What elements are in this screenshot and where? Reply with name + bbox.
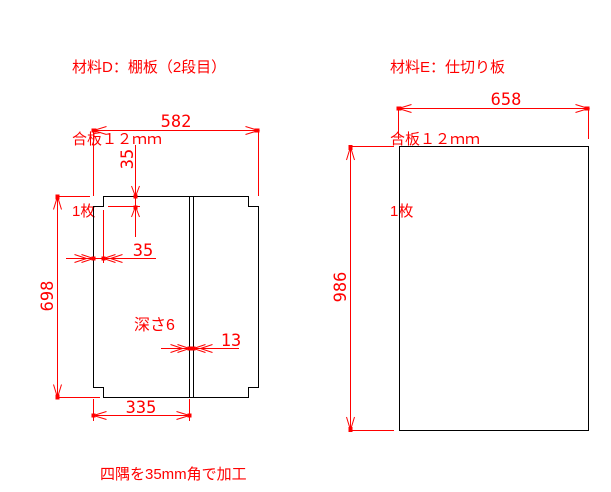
dimension-dot: [133, 194, 138, 199]
part-d-height-value: 698: [38, 281, 58, 312]
dimension-dot: [584, 106, 590, 111]
dimension-dot: [187, 413, 192, 418]
part-d-title: 材料D：棚板（2段目）: [72, 59, 227, 76]
part-d-groove-position-dimension: 335: [91, 398, 192, 421]
dimension-dot: [191, 346, 196, 351]
part-d-width-value: 582: [161, 112, 192, 132]
part-e-width-value: 658: [491, 90, 522, 110]
part-e-height-value: 986: [331, 272, 351, 303]
dimension-dot: [254, 128, 260, 133]
dimension-dot: [187, 346, 192, 351]
dimension-dot: [55, 394, 60, 400]
part-d-corner-horizontal-value: 35: [133, 241, 153, 261]
dimension-dot: [91, 413, 96, 418]
dimension-dot: [348, 427, 353, 432]
part-d-corner-vertical-dimension: 35: [108, 145, 140, 237]
part-d-groove-width-value: 13: [221, 331, 241, 351]
part-d-outline: [93, 196, 259, 398]
arrowhead-right-2: [74, 254, 89, 263]
dimension-dot: [91, 128, 97, 133]
dimension-dot: [396, 106, 402, 111]
part-e-material: 合板１２ｍｍ: [390, 131, 481, 148]
arrowhead-left-2: [108, 254, 123, 263]
part-d-header: 材料D：棚板（2段目） 合板１２ｍｍ 1枚: [72, 8, 226, 272]
dimension-dot: [348, 145, 353, 150]
arrowhead-left-2: [198, 344, 213, 353]
part-d-groove-position-value: 335: [126, 398, 157, 418]
dimension-dot: [133, 205, 138, 210]
part-e-quantity: 1枚: [390, 203, 414, 220]
part-d-material: 合板１２ｍｍ: [72, 131, 163, 148]
part-e-drawing: [399, 146, 589, 431]
part-d-corner-vertical-value: 35: [118, 149, 138, 169]
dimension-dot: [101, 256, 106, 261]
part-d-groove-depth-label: 深さ6: [134, 316, 175, 334]
part-d-width-dimension: 582: [91, 112, 261, 196]
arrowhead-right-2: [170, 344, 185, 353]
part-e-outline: [399, 146, 589, 431]
part-e-header: 材料E：仕切り板 合板１２ｍｍ 1枚: [390, 8, 505, 272]
part-d-quantity: 1枚: [72, 203, 96, 220]
part-d-corner-note: 四隅を35mm角で加工: [100, 466, 247, 483]
dimension-dot: [91, 256, 96, 261]
part-d-corner-horizontal-dimension: 35: [66, 210, 156, 263]
part-e-title: 材料E：仕切り板: [390, 59, 506, 76]
part-d-groove-width-dimension: 13: [161, 331, 241, 353]
part-d-height-dimension: 698: [38, 194, 100, 400]
part-e-height-dimension: 986: [331, 145, 394, 432]
part-e-width-dimension: 658: [396, 90, 591, 139]
dimension-dot: [55, 194, 60, 200]
part-d-drawing: [93, 196, 259, 398]
